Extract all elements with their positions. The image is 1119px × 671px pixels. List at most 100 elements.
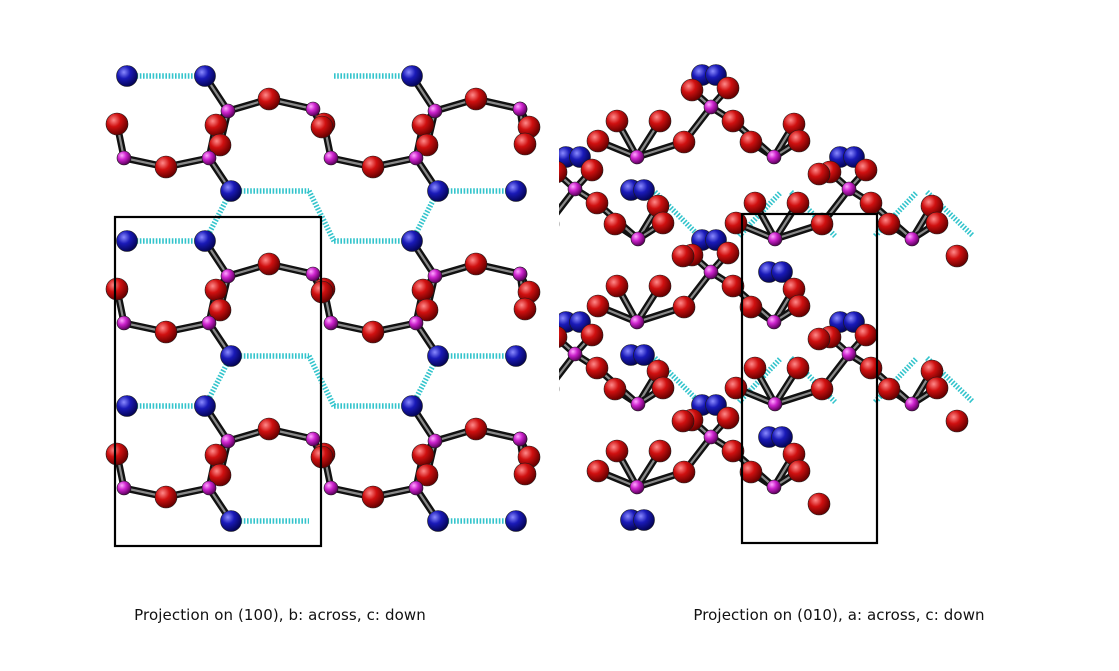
phosphorus-atom — [703, 429, 719, 445]
oxygen-atom — [672, 130, 696, 154]
oxygen-atom — [807, 492, 831, 516]
oxygen-atom — [651, 211, 675, 235]
phosphorus-atom — [220, 268, 236, 284]
oxygen-atom — [361, 320, 385, 344]
nitrogen-atom — [220, 345, 242, 367]
phosphorus-atom — [766, 314, 782, 330]
phosphorus-atom — [629, 149, 645, 165]
oxygen-atom — [586, 294, 610, 318]
phosphorus-atom — [766, 149, 782, 165]
oxygen-atom — [559, 161, 568, 183]
oxygen-atom — [716, 76, 740, 100]
oxygen-atom — [877, 377, 901, 401]
oxygen-atom — [585, 356, 609, 380]
nitrogen-atom — [505, 345, 527, 367]
phosphorus-atom — [841, 181, 857, 197]
oxygen-atom — [787, 459, 811, 483]
nitrogen-atom — [401, 230, 423, 252]
phosphorus-atom — [201, 150, 217, 166]
oxygen-atom — [411, 278, 435, 302]
crystal-structure-projection-100 — [105, 65, 541, 548]
phosphorus-atom — [629, 479, 645, 495]
oxygen-atom — [361, 485, 385, 509]
oxygen-atom — [513, 462, 537, 486]
oxygen-atom — [105, 112, 129, 136]
oxygen-atom — [605, 274, 629, 298]
oxygen-atom — [651, 376, 675, 400]
phosphorus-atom — [767, 396, 783, 412]
oxygen-atom — [672, 295, 696, 319]
oxygen-atom — [154, 155, 178, 179]
phosphorus-atom — [427, 103, 443, 119]
oxygen-atom — [859, 356, 883, 380]
oxygen-atom — [786, 191, 810, 215]
oxygen-atom — [787, 294, 811, 318]
phosphorus-atom — [512, 431, 528, 447]
oxygen-atom — [585, 191, 609, 215]
oxygen-atom — [154, 485, 178, 509]
oxygen-atom — [605, 439, 629, 463]
projection-010-panel: Projection on (010), a: across, c: down — [559, 0, 1119, 671]
oxygen-atom — [648, 109, 672, 133]
oxygen-atom — [859, 191, 883, 215]
oxygen-atom — [945, 409, 969, 433]
oxygen-atom — [603, 377, 627, 401]
oxygen-atom — [361, 155, 385, 179]
nitrogen-atom — [505, 510, 527, 532]
oxygen-atom — [877, 212, 901, 236]
phosphorus-atom — [767, 231, 783, 247]
oxygen-atom — [672, 460, 696, 484]
phosphorus-atom — [567, 346, 583, 362]
oxygen-atom — [513, 297, 537, 321]
unit-cell-outline — [740, 212, 879, 545]
oxygen-atom — [204, 113, 228, 137]
caption-projection-100: Projection on (100), b: across, c: down — [134, 606, 426, 624]
oxygen-atom — [257, 252, 281, 276]
oxygen-atom — [721, 109, 745, 133]
oxygen-atom — [925, 211, 949, 235]
phosphorus-atom — [323, 315, 339, 331]
oxygen-atom — [310, 115, 334, 139]
nitrogen-atom — [633, 344, 655, 366]
phosphorus-atom — [201, 315, 217, 331]
oxygen-atom — [208, 463, 232, 487]
oxygen-atom — [208, 298, 232, 322]
phosphorus-atom — [201, 480, 217, 496]
phosphorus-atom — [703, 99, 719, 115]
oxygen-atom — [716, 406, 740, 430]
oxygen-atom — [464, 87, 488, 111]
phosphorus-atom — [766, 479, 782, 495]
oxygen-atom — [810, 377, 834, 401]
oxygen-atom — [257, 87, 281, 111]
phosphorus-atom — [703, 264, 719, 280]
phosphorus-atom — [116, 480, 132, 496]
phosphorus-atom — [323, 480, 339, 496]
oxygen-atom — [204, 443, 228, 467]
oxygen-atom — [739, 295, 763, 319]
oxygen-atom — [415, 298, 439, 322]
oxygen-atom — [586, 459, 610, 483]
nitrogen-atom — [771, 426, 793, 448]
oxygen-atom — [204, 278, 228, 302]
bond — [559, 185, 579, 216]
nitrogen-atom — [401, 65, 423, 87]
phosphorus-atom — [427, 268, 443, 284]
phosphorus-atom — [904, 231, 920, 247]
phosphorus-atom — [220, 103, 236, 119]
phosphorus-atom — [841, 346, 857, 362]
projection-100-panel: Projection on (100), b: across, c: down — [105, 65, 541, 624]
nitrogen-atom — [633, 179, 655, 201]
phosphorus-atom — [116, 150, 132, 166]
oxygen-atom — [415, 463, 439, 487]
phosphorus-atom — [305, 101, 321, 117]
phosphorus-atom — [512, 266, 528, 282]
oxygen-atom — [810, 212, 834, 236]
oxygen-atom — [648, 439, 672, 463]
phosphorus-atom — [427, 433, 443, 449]
oxygen-atom — [105, 277, 129, 301]
oxygen-atom — [743, 191, 767, 215]
phosphorus-atom — [567, 181, 583, 197]
phosphorus-atom — [408, 480, 424, 496]
oxygen-atom — [786, 356, 810, 380]
phosphorus-atom — [629, 314, 645, 330]
